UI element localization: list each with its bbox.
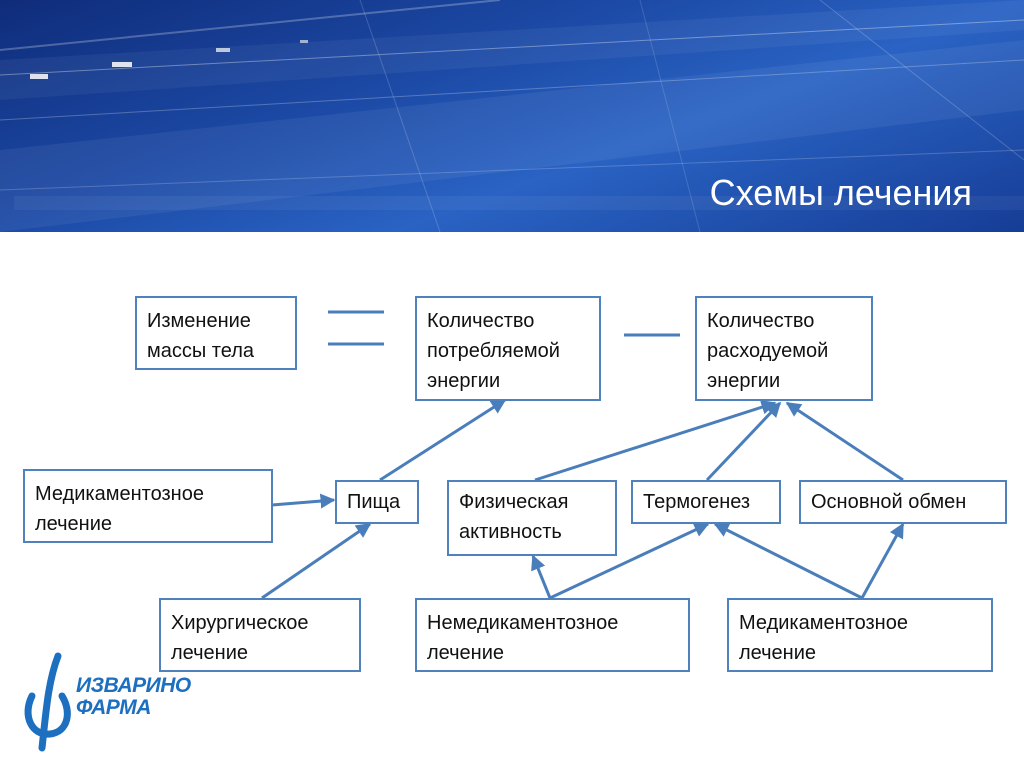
logo-text-line-1: ИЗВАРИНО — [76, 674, 191, 697]
weight-change-line-2: массы тела — [147, 340, 254, 362]
energy-expenditure-line-2: расходуемой — [707, 340, 829, 362]
drug-treatment-left-box: Медикаментозное лечение — [23, 469, 273, 543]
surgical-treatment-line-1: Хирургическое — [171, 612, 309, 634]
arrow-surgery-to-food — [261, 522, 372, 600]
energy-expenditure-line-3: энергии — [707, 370, 781, 392]
logo-mark-icon — [24, 652, 71, 752]
physical-activity-line-1: Физическая — [459, 491, 569, 513]
non-drug-treatment-line-1: Немедикаментозное — [427, 612, 619, 634]
surgical-treatment-line-2: лечение — [171, 642, 249, 664]
weight-change-line-1: Изменение — [147, 310, 251, 332]
slide-title: Схемы лечения — [709, 172, 972, 213]
drug-treatment-right-line-1: Медикаментозное — [739, 612, 908, 634]
weight-change-box: Изменение массы тела — [135, 296, 297, 370]
arrow-nondrug-to-activity — [531, 554, 552, 599]
arrow-drug-to-food — [271, 493, 336, 509]
non-drug-treatment-box: Немедикаментозное лечение — [415, 598, 690, 672]
arrow-drug-right-to-metabolism — [860, 522, 905, 599]
drug-treatment-right-line-2: лечение — [739, 642, 817, 664]
food-box: Пища — [335, 480, 419, 524]
arrow-metabolism-to-expenditure — [785, 401, 904, 482]
drug-treatment-left-line-1: Медикаментозное — [35, 483, 204, 505]
surgical-treatment-box: Хирургическое лечение — [159, 598, 361, 672]
arrow-nondrug-to-thermogenesis — [549, 522, 710, 600]
energy-intake-line-3: энергии — [427, 370, 501, 392]
arrow-food-to-intake — [379, 398, 507, 482]
energy-intake-line-1: Количество — [427, 310, 535, 332]
banner-background — [0, 0, 1024, 232]
header-banner: Схемы лечения — [0, 0, 1024, 232]
non-drug-treatment-line-2: лечение — [427, 642, 505, 664]
energy-expenditure-box: Количество расходуемой энергии — [695, 296, 873, 401]
thermogenesis-box: Термогенез — [631, 480, 781, 524]
basal-metabolism-label: Основной обмен — [811, 491, 967, 513]
physical-activity-line-2: активность — [459, 521, 562, 543]
energy-intake-line-2: потребляемой — [427, 340, 560, 362]
basal-metabolism-box: Основной обмен — [799, 480, 1007, 524]
physical-activity-box: Физическая активность — [447, 480, 617, 556]
drug-treatment-left-line-2: лечение — [35, 513, 113, 535]
energy-expenditure-line-1: Количество — [707, 310, 815, 332]
arrow-drug-right-to-thermogenesis — [713, 522, 863, 600]
company-logo: ИЗВАРИНО ФАРМА — [22, 652, 222, 752]
drug-treatment-right-box: Медикаментозное лечение — [727, 598, 993, 672]
arrow-thermogenesis-to-expenditure — [705, 401, 782, 482]
food-label: Пища — [347, 491, 401, 513]
arrow-activity-to-expenditure — [534, 399, 777, 482]
energy-intake-box: Количество потребляемой энергии — [415, 296, 601, 401]
logo-text-line-2: ФАРМА — [76, 696, 151, 719]
thermogenesis-label: Термогенез — [643, 491, 751, 513]
